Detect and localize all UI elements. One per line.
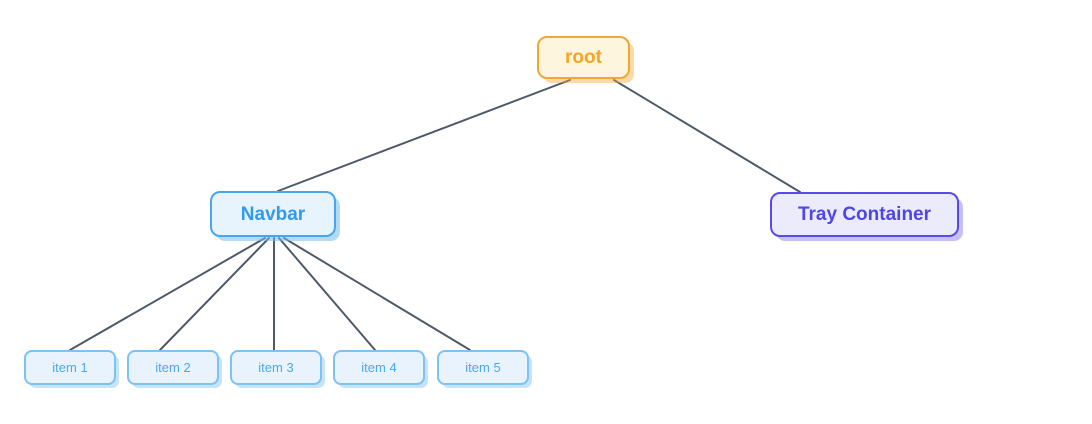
node-item1[interactable]: item 1 (24, 350, 116, 385)
edge-root-to-tray (613, 79, 801, 193)
edge-navbar-to-item5 (283, 237, 471, 351)
node-navbar[interactable]: Navbar (210, 191, 336, 237)
node-navbar-label: Navbar (240, 203, 306, 225)
node-item2-label: item 2 (155, 360, 191, 375)
node-item1-label: item 1 (52, 360, 88, 375)
node-item3[interactable]: item 3 (230, 350, 322, 385)
node-item4-label: item 4 (361, 360, 397, 375)
edge-navbar-to-item1 (69, 237, 266, 351)
node-item5-label: item 5 (465, 360, 501, 375)
node-root[interactable]: root (537, 36, 630, 79)
edge-navbar-to-item2 (159, 237, 270, 351)
node-item4[interactable]: item 4 (333, 350, 425, 385)
edge-navbar-to-item4 (278, 237, 376, 351)
node-root-label: root (565, 47, 602, 68)
node-tray-label: Tray Container (797, 204, 932, 225)
edge-root-to-navbar (277, 79, 571, 192)
node-tray[interactable]: Tray Container (770, 192, 959, 237)
node-item3-label: item 3 (258, 360, 294, 375)
node-item2[interactable]: item 2 (127, 350, 219, 385)
node-item5[interactable]: item 5 (437, 350, 529, 385)
